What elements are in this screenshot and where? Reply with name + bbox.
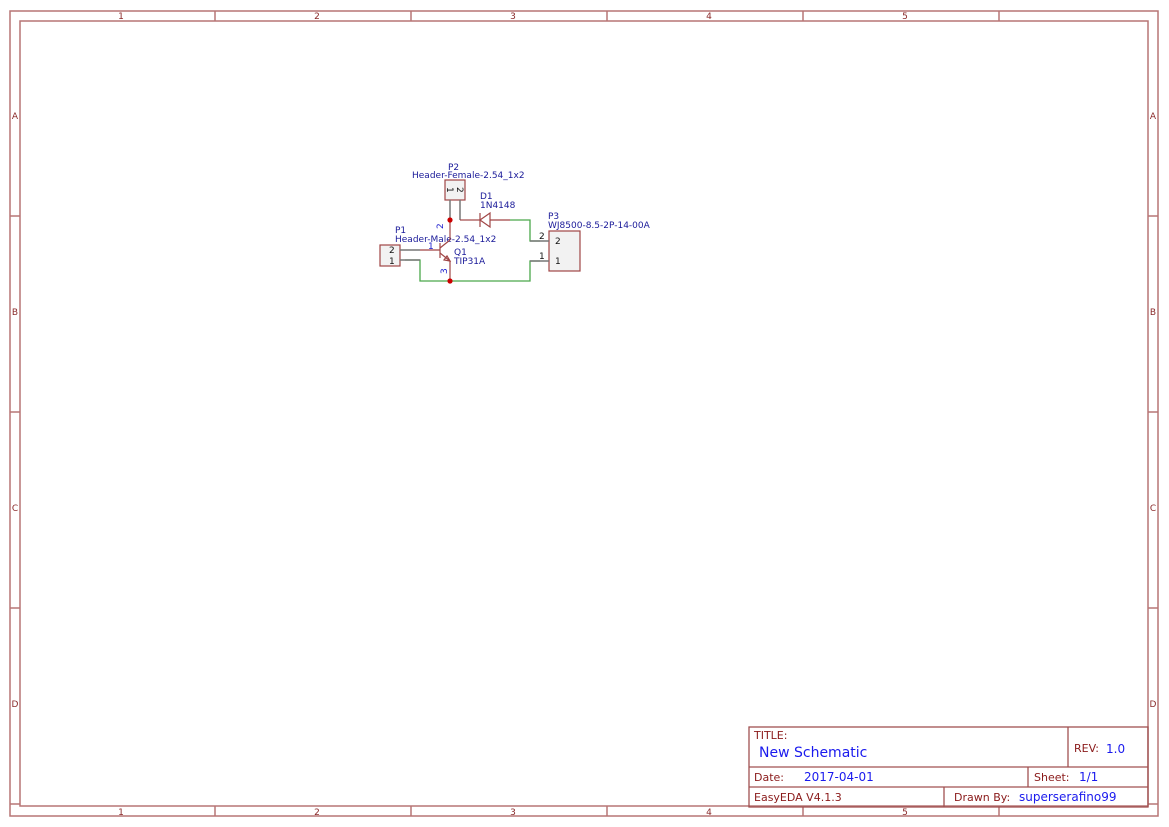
q1-pin-3: 3 [440,268,450,274]
rev-value: 1.0 [1106,742,1125,756]
tool-version: EasyEDA V4.1.3 [754,791,842,804]
p3-pin-1-label: 1 [555,257,561,267]
q1-ref: Q1 [454,248,467,258]
p1-pin-2: 2 [389,246,395,256]
p2-ref: P2 [448,163,459,173]
sheet-label: Sheet: [1034,771,1070,784]
rev-label: REV: [1074,742,1099,755]
column-label-4: 4 [706,12,712,22]
date-value: 2017-04-01 [804,770,874,784]
column-label-2-bottom: 2 [314,808,320,818]
d1-value: 1N4148 [480,201,516,211]
p3-pin-1-num: 1 [539,252,545,262]
row-label-c-right: C [1150,504,1156,514]
row-label-b-right: B [1150,308,1156,318]
p2-pin-2: 2 [454,187,464,193]
drawn-by-value: superserafino99 [1019,790,1117,804]
q1-pin-1: 1 [428,242,434,252]
title-value: New Schematic [759,745,867,761]
column-label-5: 5 [902,12,908,22]
row-label-d-right: D [1150,700,1157,710]
wire-diode-net[interactable] [510,219,540,242]
p2-pin-1: 1 [444,187,454,193]
row-label-a: A [12,112,19,122]
component-p1[interactable] [379,244,440,267]
p3-ref: P3 [548,212,559,222]
column-label-1: 1 [118,12,124,22]
row-label-c: C [12,504,18,514]
p2-value: Header-Female-2.54_1x2 [412,171,525,181]
p3-pin-2-label: 2 [555,237,561,247]
component-q1[interactable] [439,220,452,281]
p1-value: Header-Male-2.54_1x2 [395,235,496,245]
title-block [748,726,1149,808]
row-label-b: B [12,308,18,318]
d1-ref: D1 [480,192,493,202]
title-label: TITLE: [753,729,787,742]
drawn-by-label: Drawn By: [954,791,1010,804]
row-label-a-right: A [1150,112,1157,122]
column-label-5-bottom: 5 [902,808,908,818]
p3-pin-2-num: 2 [539,232,545,242]
sheet-frame [9,10,1159,817]
date-label: Date: [754,771,784,784]
sheet-value: 1/1 [1079,770,1098,784]
component-d1[interactable] [470,211,510,229]
column-label-3-bottom: 3 [510,808,516,818]
component-p3[interactable] [530,230,581,272]
column-label-2: 2 [314,12,320,22]
junction-dot [447,217,453,223]
column-label-3: 3 [510,12,516,22]
column-label-4-bottom: 4 [706,808,712,818]
p1-ref: P1 [395,226,406,236]
q1-value: TIP31A [453,257,486,267]
component-p2[interactable] [444,179,470,221]
q1-pin-2: 2 [436,223,446,229]
junction-dot [447,278,453,284]
p3-value: WJ8500-8.5-2P-14-00A [548,221,651,231]
p1-pin-1: 1 [389,257,395,267]
row-label-d: D [12,700,19,710]
column-label-1-bottom: 1 [118,808,124,818]
